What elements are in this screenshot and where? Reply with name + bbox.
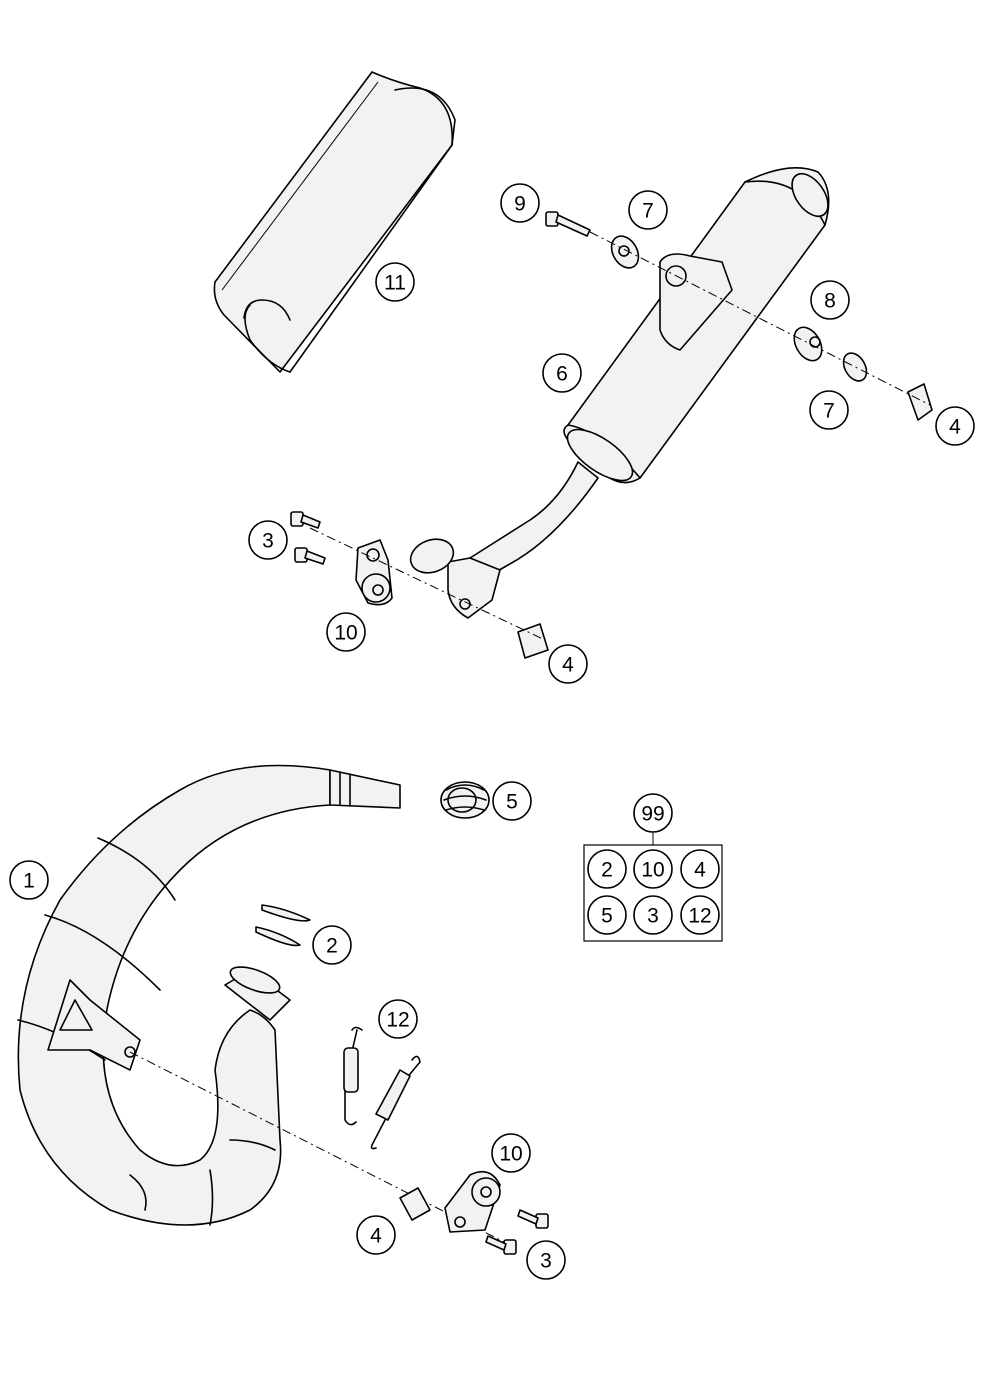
silencer-drawing	[409, 166, 830, 619]
kit-item-12: 12	[680, 895, 720, 935]
svg-text:1: 1	[23, 870, 35, 893]
svg-text:12: 12	[386, 1009, 409, 1032]
callout-4-lower: 4	[356, 1215, 396, 1255]
svg-text:2: 2	[601, 859, 613, 882]
callout-9: 9	[500, 183, 540, 223]
svg-text:4: 4	[949, 416, 961, 439]
callout-10-lower: 10	[491, 1133, 531, 1173]
svg-text:4: 4	[370, 1225, 382, 1248]
kit-99-group: 99 2 10 4 5 3 12	[583, 793, 723, 942]
kit-item-10: 10	[633, 849, 673, 889]
svg-text:4: 4	[694, 859, 706, 882]
svg-text:10: 10	[641, 859, 664, 882]
svg-text:5: 5	[601, 905, 613, 928]
callout-2: 2	[312, 925, 352, 965]
seal-ring-drawing	[440, 781, 490, 819]
kit-number-callout: 99	[633, 793, 673, 833]
callout-1: 1	[9, 860, 49, 900]
svg-text:4: 4	[562, 654, 574, 677]
svg-text:3: 3	[647, 905, 659, 928]
svg-text:6: 6	[556, 363, 568, 386]
callout-10-middle: 10	[326, 612, 366, 652]
callout-8: 8	[810, 280, 850, 320]
callout-4-middle: 4	[548, 644, 588, 684]
svg-text:12: 12	[688, 905, 711, 928]
callout-3-middle: 3	[248, 520, 288, 560]
svg-text:3: 3	[262, 530, 274, 553]
kit-item-3: 3	[633, 895, 673, 935]
svg-text:3: 3	[540, 1250, 552, 1273]
kit-item-4: 4	[680, 849, 720, 889]
kit-item-2: 2	[587, 849, 627, 889]
svg-text:2: 2	[326, 935, 338, 958]
heat-protection-sleeve-drawing	[213, 71, 456, 373]
svg-text:11: 11	[384, 272, 406, 295]
callout-6: 6	[542, 353, 582, 393]
lower-fasteners-drawing	[129, 1051, 549, 1255]
svg-text:7: 7	[823, 400, 835, 423]
svg-text:5: 5	[506, 791, 518, 814]
svg-text:7: 7	[642, 200, 654, 223]
springs-drawing	[343, 1026, 421, 1150]
svg-text:8: 8	[824, 290, 836, 313]
callout-12: 12	[378, 999, 418, 1039]
svg-text:10: 10	[334, 622, 357, 645]
callout-4-top: 4	[935, 406, 975, 446]
callout-11: 11	[375, 262, 415, 302]
svg-text:10: 10	[499, 1143, 522, 1166]
o-rings-drawing	[255, 904, 311, 947]
callout-3-lower: 3	[526, 1240, 566, 1280]
upper-fasteners-drawing	[290, 211, 933, 659]
svg-text:99: 99	[641, 803, 664, 826]
callout-7-top: 7	[628, 190, 668, 230]
callout-7-lower: 7	[809, 390, 849, 430]
svg-text:9: 9	[514, 193, 526, 216]
callout-5: 5	[492, 781, 532, 821]
kit-item-5: 5	[587, 895, 627, 935]
manifold-drawing	[17, 764, 401, 1226]
